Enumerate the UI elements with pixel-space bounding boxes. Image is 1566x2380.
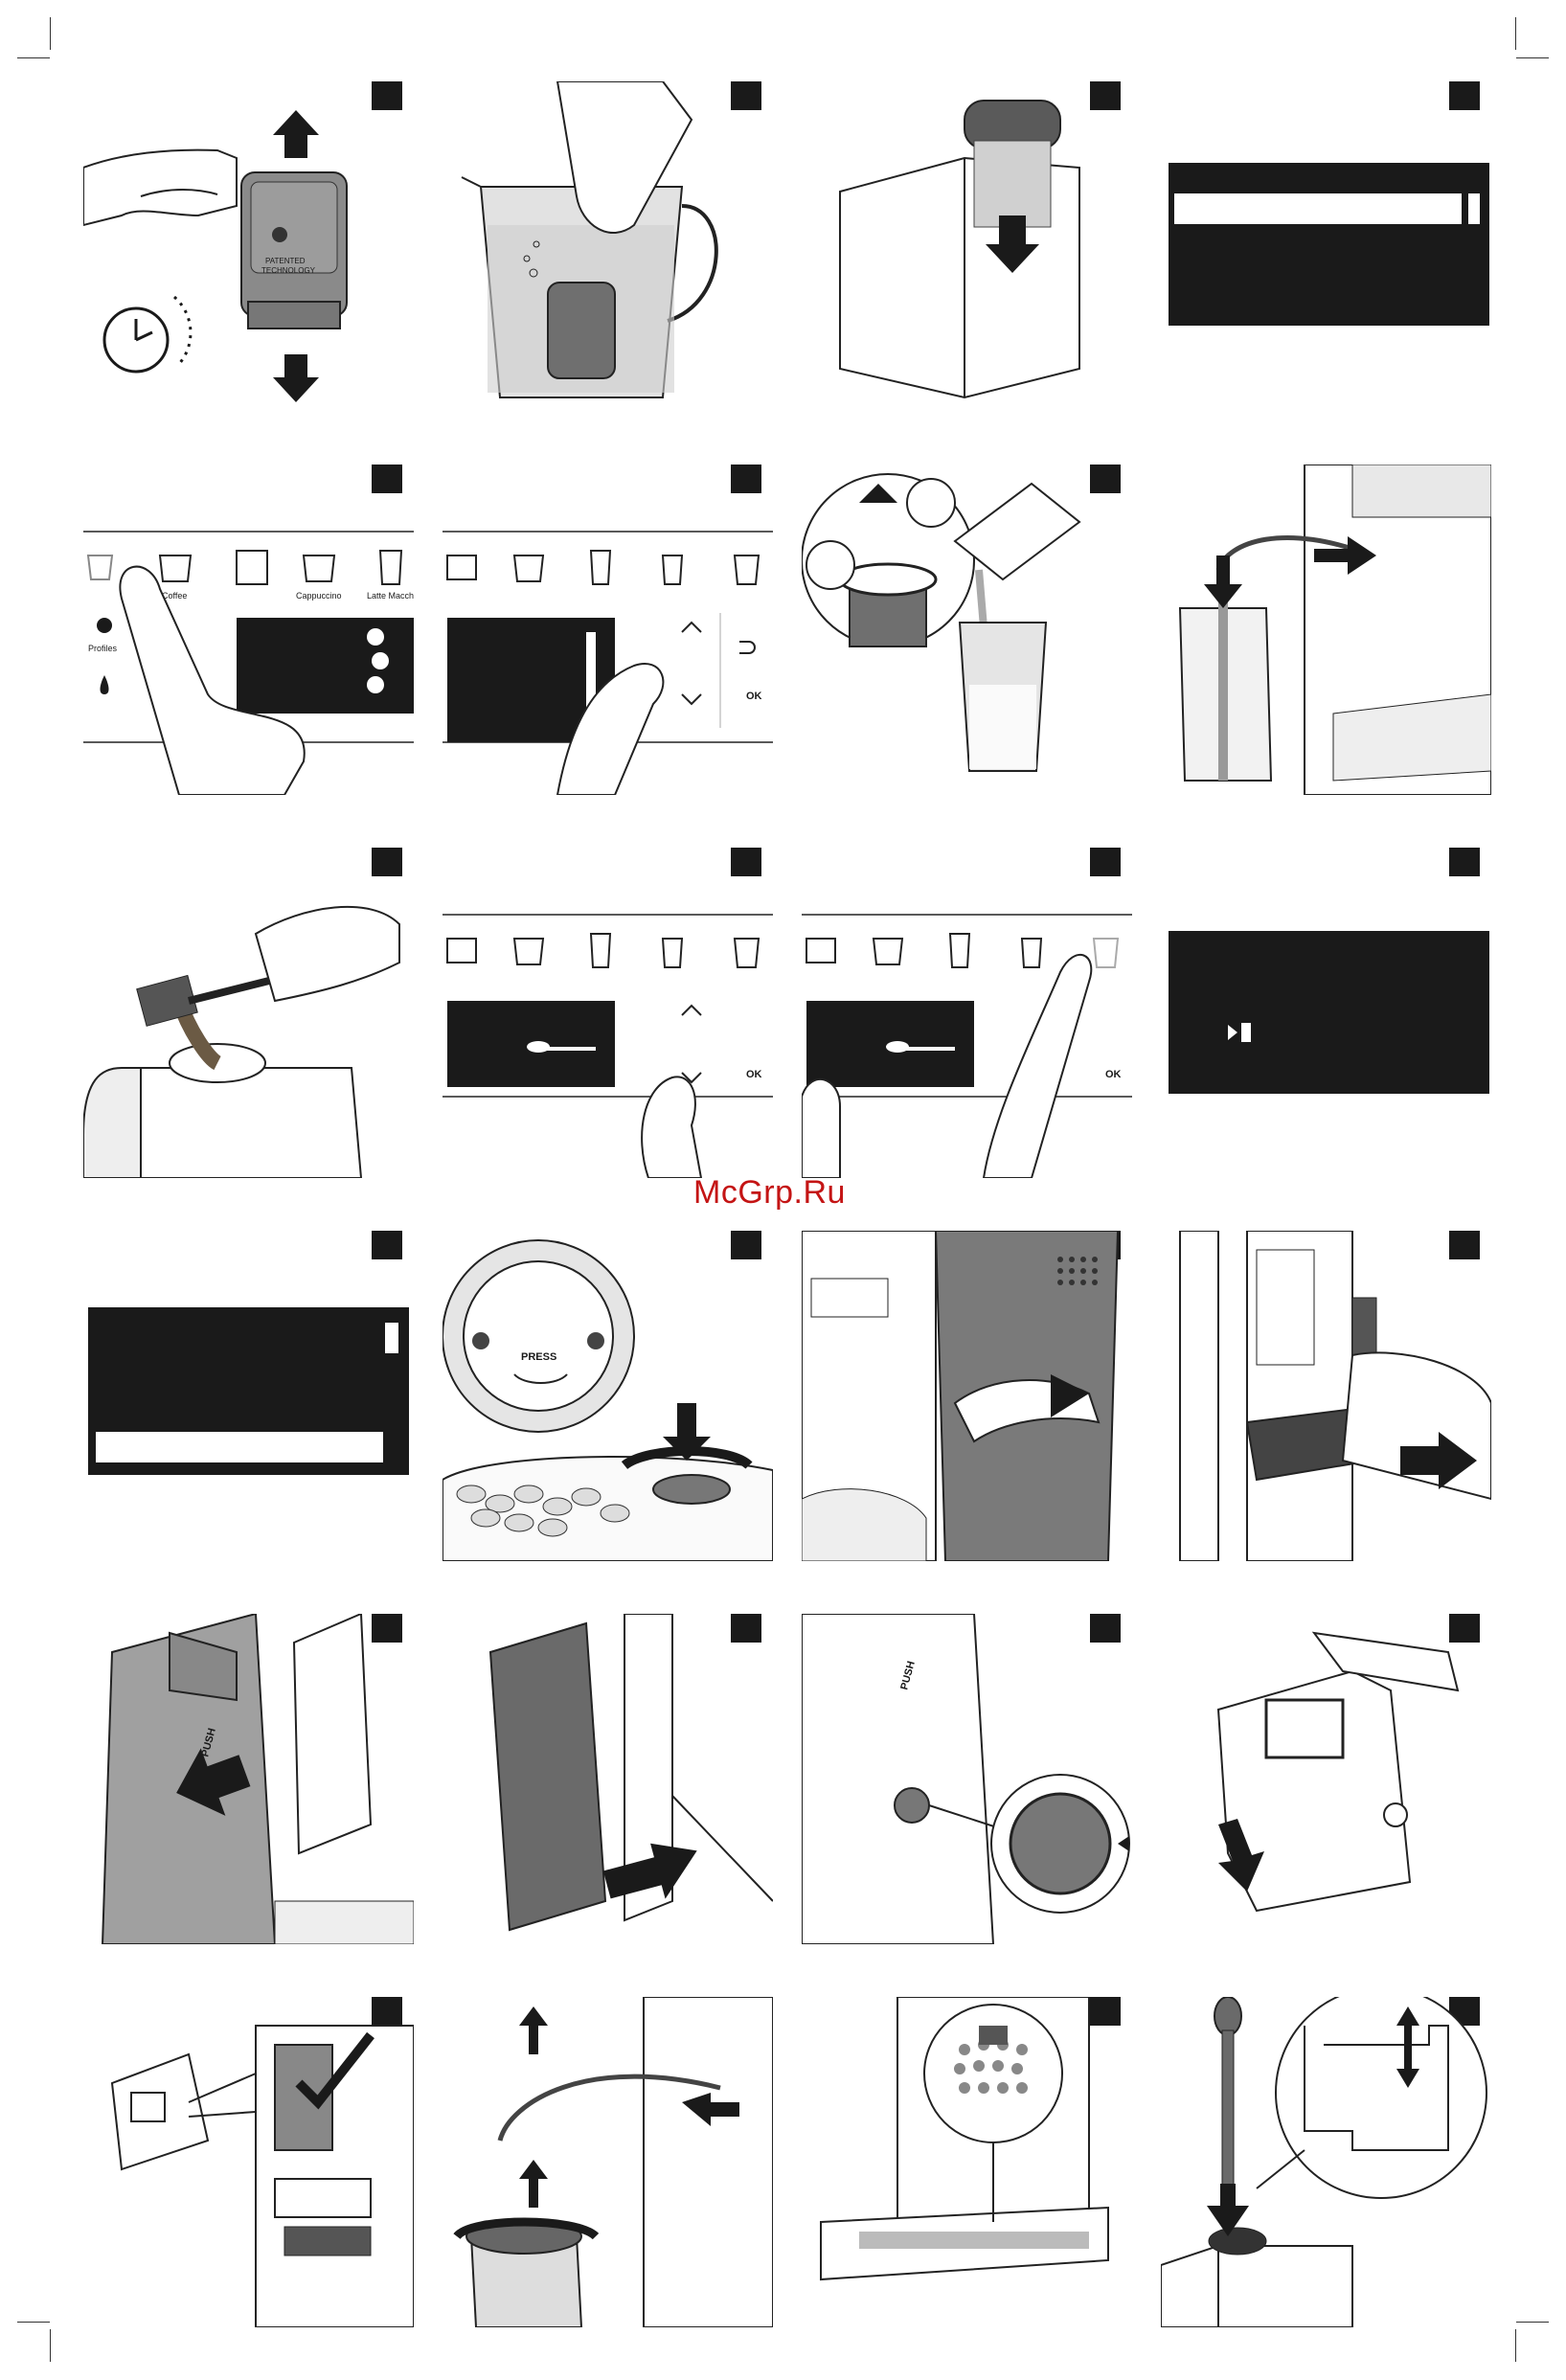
back-icon [739, 642, 755, 653]
display-screen [1169, 163, 1489, 326]
label-profiles: Profiles [88, 644, 118, 653]
step-19-check-button: PUSH [802, 1614, 1132, 1944]
display-scrollbar [385, 1323, 398, 1353]
step-1-cartridge-activate: PATENTED TECHNOLOGY [83, 81, 414, 412]
crop-mark [1515, 2329, 1516, 2362]
step-23-drip-tray-clean [802, 1997, 1132, 2327]
step-20-brew-unit-lever [1161, 1614, 1491, 1944]
step-12-display [1161, 848, 1491, 1178]
profile-icon [97, 618, 112, 633]
step-number-box [1449, 81, 1480, 110]
display-screen [88, 1307, 409, 1475]
crop-mark [17, 57, 50, 58]
crop-mark [1516, 57, 1549, 58]
step-15-open-service-door [802, 1231, 1132, 1561]
step-10-ground-option: OK [443, 848, 773, 1178]
cup-icon [160, 555, 191, 581]
step-2-cartridge-soak [443, 81, 773, 412]
step-3-cartridge-insert [802, 81, 1132, 412]
label-latte: Latte Macch [367, 591, 414, 601]
step-4-display [1161, 81, 1491, 412]
watermark: McGrp.Ru [693, 1174, 846, 1212]
display-scrollbar [1468, 193, 1480, 224]
step-22-disconnect-milk [443, 1997, 773, 2327]
latte-icon [380, 551, 401, 584]
display-highlight-bar [1174, 193, 1462, 224]
display-highlight-bar [96, 1432, 383, 1462]
water-drop-icon [101, 675, 109, 694]
step-8-connect-milk [1161, 465, 1491, 795]
step-number-box [372, 1231, 402, 1259]
step-6-adjust-strength: OK [443, 465, 773, 795]
cappuccino-icon [304, 555, 334, 581]
key-ok: OK [746, 691, 762, 702]
play-pause-icon [1228, 1025, 1237, 1040]
step-5-select-profile: Coffee Cappuccino Latte Macch Profiles [83, 465, 414, 795]
label-coffee: Coffee [162, 591, 187, 601]
step-11-ground-confirm: OK [802, 848, 1132, 1178]
crop-mark [1515, 17, 1516, 50]
step-7-fill-milk [802, 465, 1132, 795]
display-screen [1169, 931, 1489, 1094]
knob-press-label: PRESS [521, 1351, 556, 1363]
step-14-grind-knob: PRESS [443, 1231, 773, 1561]
crop-mark [17, 2322, 50, 2323]
step-17-brew-unit-push: PUSH [83, 1614, 414, 1944]
step-9-ground-coffee [83, 848, 414, 1178]
cartridge-label-line2: TECHNOLOGY [261, 266, 316, 275]
crop-mark [1516, 2322, 1549, 2323]
step-21-lever-position [83, 1997, 414, 2327]
mug-icon [237, 551, 267, 584]
step-13-display [83, 1231, 414, 1561]
play-pause-bar [1241, 1023, 1251, 1042]
step-number-box [1449, 848, 1480, 876]
label-cappuccino: Cappuccino [296, 591, 342, 601]
crop-mark [50, 2329, 51, 2362]
crop-mark [50, 17, 51, 50]
cup-icon [88, 555, 112, 579]
key-ok: OK [1105, 1069, 1122, 1080]
step-18-brew-unit-pull [443, 1614, 773, 1944]
cartridge-label-line1: PATENTED [265, 257, 306, 265]
step-24-grinder-cleaning [1161, 1997, 1491, 2327]
step-16-remove-drip-tray [1161, 1231, 1491, 1561]
key-ok: OK [746, 1069, 762, 1080]
